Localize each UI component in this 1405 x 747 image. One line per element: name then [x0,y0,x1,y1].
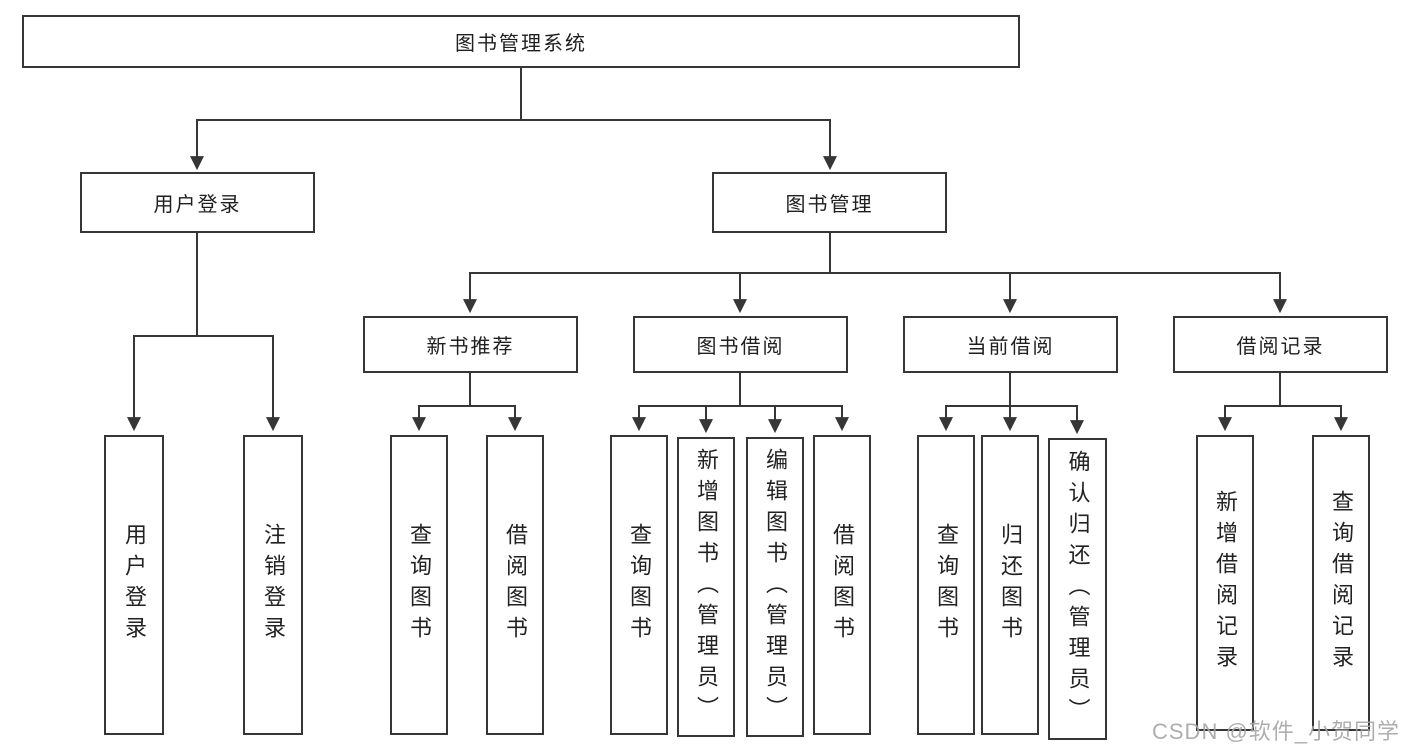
node-new-book-recommend: 新书推荐 [363,316,578,373]
node-borrow-records: 借阅记录 [1173,316,1388,373]
leaf-query-books-recommend-label: 查询图书 [407,523,432,647]
leaf-query-borrow-record-label: 查询借阅记录 [1329,490,1354,676]
node-current-borrow-label: 当前借阅 [966,336,1055,358]
csdn-watermark: CSDN @软件_小贺同学 [1152,719,1401,744]
node-user-login: 用户登录 [80,172,315,233]
leaf-return-books-label: 归还图书 [998,523,1023,647]
leaf-query-books-recommend: 查询图书 [390,435,448,735]
leaf-query-books-borrow: 查询图书 [610,435,668,735]
leaf-edit-books-admin-label: 编辑图书（管理员） [763,447,788,727]
leaf-logout: 注销登录 [243,435,303,735]
node-root-label: 图书管理系统 [455,33,587,55]
leaf-borrow-books-label: 借阅图书 [830,523,855,647]
leaf-add-borrow-record-label: 新增借阅记录 [1213,490,1238,676]
leaf-borrow-books-recommend: 借阅图书 [486,435,544,735]
leaf-query-books-current-label: 查询图书 [934,523,959,647]
node-current-borrow: 当前借阅 [903,316,1118,373]
leaf-borrow-books-recommend-label: 借阅图书 [503,523,528,647]
leaf-add-books-admin-label: 新增图书（管理员） [694,447,719,727]
leaf-add-books-admin: 新增图书（管理员） [677,437,735,737]
node-user-login-label: 用户登录 [153,194,242,216]
node-book-borrow: 图书借阅 [633,316,848,373]
node-book-management-label: 图书管理 [785,194,874,216]
node-root: 图书管理系统 [22,15,1020,68]
node-borrow-records-label: 借阅记录 [1236,336,1325,358]
leaf-confirm-return-admin-label: 确认归还（管理员） [1065,449,1091,729]
leaf-confirm-return-admin: 确认归还（管理员） [1048,438,1107,740]
leaf-logout-label: 注销登录 [261,523,286,647]
leaf-return-books: 归还图书 [981,435,1039,735]
leaf-edit-books-admin: 编辑图书（管理员） [746,437,804,737]
node-book-management: 图书管理 [712,172,947,233]
leaf-add-borrow-record: 新增借阅记录 [1196,435,1254,731]
leaf-user-login-label: 用户登录 [122,523,147,647]
node-new-book-recommend-label: 新书推荐 [426,336,515,358]
leaf-borrow-books: 借阅图书 [813,435,871,735]
leaf-query-books-current: 查询图书 [917,435,975,735]
node-book-borrow-label: 图书借阅 [696,336,785,358]
leaf-query-borrow-record: 查询借阅记录 [1312,435,1370,731]
leaf-query-books-borrow-label: 查询图书 [627,523,652,647]
leaf-user-login: 用户登录 [104,435,164,735]
